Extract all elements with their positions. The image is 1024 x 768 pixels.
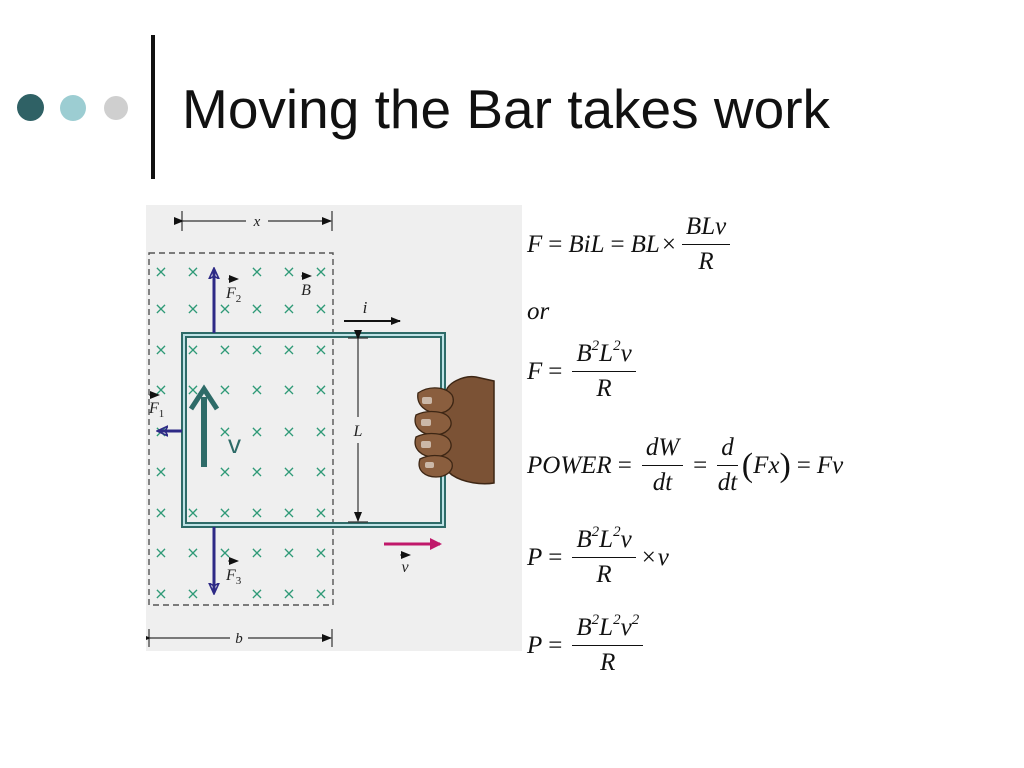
field-x-mark: × [218,462,231,481]
fraction-b2l2v-over-r-2: B2L2v R [572,525,636,589]
field-x-mark: × [282,380,295,399]
field-x-mark: × [314,340,327,359]
moving-bar-diagram: × × × × × × × × × × × × × × × × × × × × × × × × × × × × × × × × × × × × × × × ×… [146,205,522,651]
field-x-mark: × [282,262,295,281]
field-x-mark: × [314,380,327,399]
field-x-mark: × [218,299,231,318]
field-x-mark: × [154,262,167,281]
field-x-mark: × [282,340,295,359]
field-x-mark: × [186,340,199,359]
b-dim-label: b [235,631,243,647]
equation-force-b2l2v: F = B2L2v R [527,339,640,403]
fraction-d-dt: d dt [717,434,738,496]
field-x-mark: × [250,340,263,359]
bar-velocity-arrow-head [188,384,220,411]
field-x-mark: × [314,462,327,481]
field-x-mark: × [218,422,231,441]
field-x-mark: × [314,262,327,281]
field-x-mark: × [218,340,231,359]
field-x-mark: × [218,543,231,562]
field-x-mark: × [154,543,167,562]
field-x-mark: × [314,503,327,522]
field-x-mark: × [282,462,295,481]
field-x-mark: × [250,503,263,522]
hand-icon [414,375,495,485]
or-text: or [527,298,550,325]
field-x-mark: × [250,262,263,281]
field-x-mark: × [250,422,263,441]
equation-p-final: P = B2L2v2 R [527,613,647,677]
bar-velocity-label: v [228,429,241,459]
field-x-mark: × [186,584,199,603]
v-label: v [401,559,409,576]
field-x-mark: × [282,503,295,522]
field-x-mark: × [250,299,263,318]
field-x-mark: × [154,299,167,318]
field-region [148,252,334,606]
equation-p-times-v: P = B2L2v R × v [527,524,669,589]
fraction-blv-over-r: BLv R [681,213,731,276]
slide-title: Moving the Bar takes work [182,78,831,140]
title-divider [151,35,155,179]
x-dim-label: x [253,214,261,230]
equation-power: POWER = dW dt = d dt ( Fx ) = Fv [527,434,844,497]
field-x-mark: × [314,584,327,603]
diagram-svg: × × × × × × × × × × × × × × × × × × × × × × × × × × × × × × × × × × × × × × × ×… [146,211,495,647]
field-x-mark: × [186,543,199,562]
field-x-mark: × [186,299,199,318]
field-x-mark: × [154,503,167,522]
equation-force-bil: F = BiL = BL × BLv R [527,213,734,276]
field-x-mark: × [314,543,327,562]
field-x-mark: × [186,503,199,522]
field-x-mark: × [282,584,295,603]
field-x-mark: × [314,299,327,318]
field-x-mark: × [154,462,167,481]
field-x-mark: × [218,503,231,522]
fraction-b2l2v-over-r: B2L2v R [572,339,636,403]
fraction-b2l2v2-over-r: B2L2v2 R [572,613,644,677]
current-label: i [363,298,368,317]
field-x-mark: × [250,543,263,562]
F2-label: F2 [225,285,241,305]
field-x-mark: × [250,462,263,481]
bullet-dot-grey [104,96,128,120]
field-x-mark: × [282,422,295,441]
F1-label: F1 [148,400,164,420]
field-x-mark: × [154,340,167,359]
bullet-dot-light [60,95,86,121]
field-x-mark: × [154,584,167,603]
field-x-mark: × [186,380,199,399]
field-x-mark: × [282,299,295,318]
field-x-mark: × [250,584,263,603]
bullet-dot-dark [17,94,44,121]
field-x-mark: × [314,422,327,441]
field-x-mark: × [218,380,231,399]
field-x-mark: × [250,380,263,399]
field-x-mark: × [154,380,167,399]
L-dim-label: L [353,423,363,440]
fraction-dw-dt: dW dt [641,434,684,497]
B-label: B [301,282,311,299]
field-x-mark: × [282,543,295,562]
F3-label: F3 [225,567,242,587]
field-x-mark: × [186,262,199,281]
